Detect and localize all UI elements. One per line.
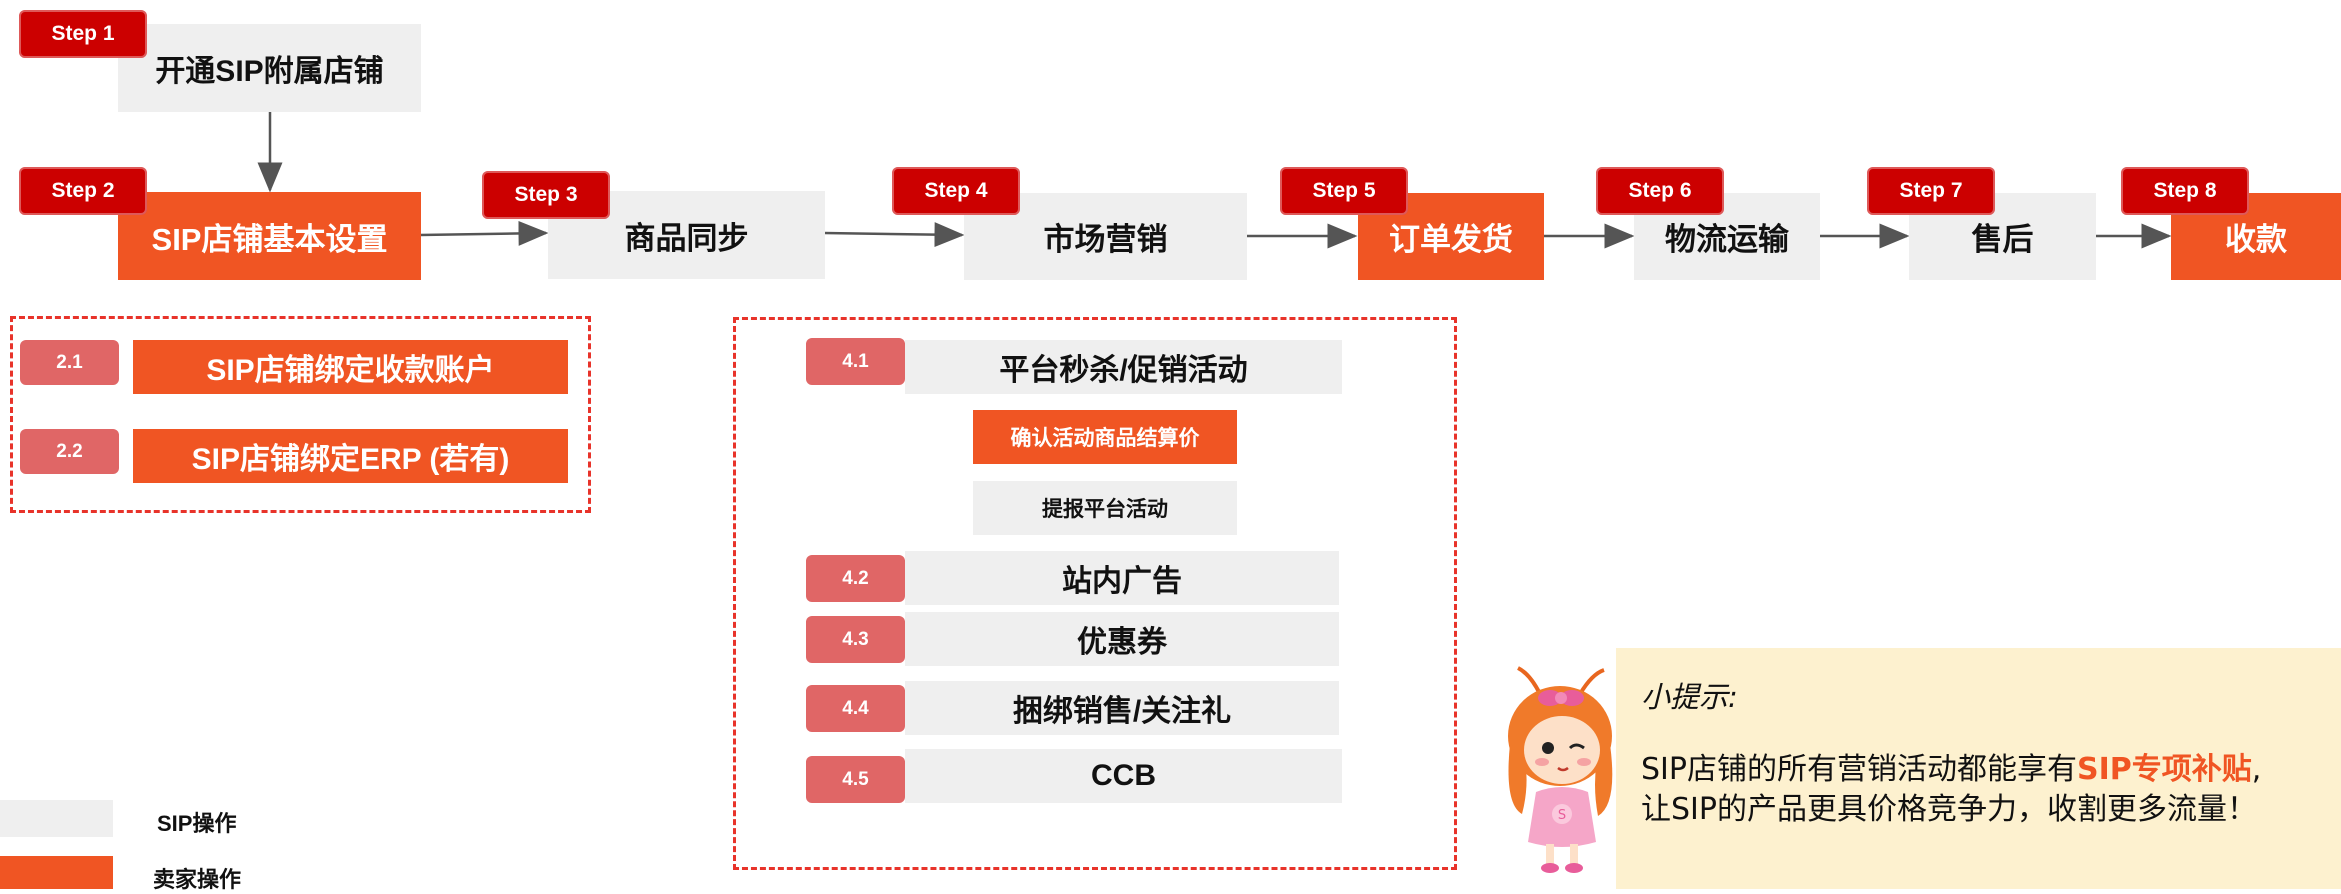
detail-4-5-box: CCB	[905, 749, 1342, 803]
detail-4-3-badge: 4.3	[806, 616, 905, 663]
detail-2-2-badge: 2.2	[20, 429, 119, 474]
tip-panel: 小提示: SIP店铺的所有营销活动都能享有SIP专项补贴, 让SIP的产品更具价…	[1616, 648, 2341, 889]
tip-line-2: 让SIP的产品更具价格竞争力，收割更多流量！	[1641, 792, 2257, 827]
arrow-step3-step4	[823, 222, 965, 248]
report-activity-box: 提报平台活动	[973, 481, 1237, 535]
step1-box: 开通SIP附属店铺	[118, 24, 421, 112]
tip-line-1-comma: ,	[2251, 752, 2262, 787]
legend-seller-swatch	[0, 856, 113, 889]
detail-2-1-badge: 2.1	[20, 340, 119, 385]
detail-4-4-badge: 4.4	[806, 685, 905, 732]
detail-4-1-box: 平台秒杀/促销活动	[905, 340, 1342, 394]
step2-details-frame	[10, 316, 591, 513]
step5-badge: Step 5	[1280, 167, 1408, 215]
step1-badge: Step 1	[19, 10, 147, 58]
detail-2-1-box: SIP店铺绑定收款账户	[133, 340, 568, 394]
tip-line-1: SIP店铺的所有营销活动都能享有SIP专项补贴,	[1641, 750, 2331, 790]
legend-seller-label: 卖家操作	[153, 867, 242, 892]
mascot-girl-icon: S	[1508, 666, 1613, 873]
step6-badge: Step 6	[1596, 167, 1724, 215]
step4-badge: Step 4	[892, 167, 1020, 215]
detail-2-2-box: SIP店铺绑定ERP (若有)	[133, 429, 568, 483]
step2-badge: Step 2	[19, 167, 147, 215]
tip-body: SIP店铺的所有营销活动都能享有SIP专项补贴, 让SIP的产品更具价格竞争力，…	[1641, 750, 2331, 830]
tip-highlight: SIP专项补贴	[2076, 752, 2252, 787]
tip-title: 小提示:	[1641, 680, 1738, 714]
detail-4-5-badge: 4.5	[806, 756, 905, 803]
detail-4-2-box: 站内广告	[905, 551, 1339, 605]
confirm-price-box: 确认活动商品结算价	[973, 410, 1237, 464]
step8-badge: Step 8	[2121, 167, 2249, 215]
arrow-step2-step3	[419, 220, 549, 246]
detail-4-2-badge: 4.2	[806, 555, 905, 602]
step3-badge: Step 3	[482, 171, 610, 219]
step3-box: 商品同步	[548, 191, 825, 279]
detail-4-4-box: 捆绑销售/关注礼	[905, 681, 1339, 735]
detail-4-3-box: 优惠券	[905, 612, 1339, 666]
detail-4-1-badge: 4.1	[806, 338, 905, 385]
step7-badge: Step 7	[1867, 167, 1995, 215]
legend-sip-label: SIP操作	[157, 811, 237, 836]
tip-line-1-text: SIP店铺的所有营销活动都能享有	[1641, 752, 2077, 787]
legend-sip-swatch	[0, 800, 113, 837]
step4-details-frame	[733, 317, 1457, 870]
mascot-badge-letter: S	[1558, 808, 1566, 823]
step5-box: 订单发货	[1358, 193, 1544, 280]
step2-box: SIP店铺基本设置	[118, 192, 421, 280]
